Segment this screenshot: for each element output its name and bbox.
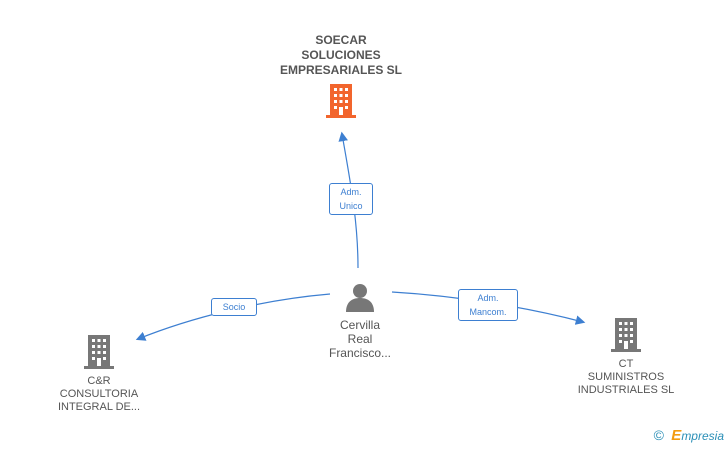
node-label-line: SUMINISTROS xyxy=(587,371,665,383)
building-icon xyxy=(44,335,154,369)
node-label-line: Cervilla xyxy=(339,318,380,332)
node-person[interactable]: Cervilla Real Francisco... xyxy=(310,282,410,360)
copyright-icon: © xyxy=(653,427,664,443)
node-label-line: SOLUCIONES xyxy=(301,48,381,62)
brand-logo-text: mpresia xyxy=(681,429,724,443)
node-label-line: CT xyxy=(618,358,634,370)
edge-label-line: Socio xyxy=(222,302,246,312)
node-label-line: C&R xyxy=(87,375,111,387)
edge-label-line: Adm. xyxy=(477,293,499,303)
node-label-line: INTEGRAL DE... xyxy=(57,401,141,413)
edge-label-line: Adm. xyxy=(340,187,362,197)
node-label-line: INDUSTRIALES SL xyxy=(577,384,675,396)
edge-label-adm-mancom[interactable]: Adm. Mancom. xyxy=(458,289,518,321)
edge-label-line: Unico xyxy=(339,201,363,211)
node-label-line: CONSULTORIA xyxy=(59,388,139,400)
node-ct-suministros[interactable]: CT SUMINISTROS INDUSTRIALES SL xyxy=(566,318,686,397)
node-cr-consultoria[interactable]: C&R CONSULTORIA INTEGRAL DE... xyxy=(44,335,154,414)
node-label-line: SOECAR xyxy=(315,33,367,47)
building-icon xyxy=(566,318,686,352)
edge-label-socio[interactable]: Socio xyxy=(211,298,257,316)
edge-label-line: Mancom. xyxy=(469,307,507,317)
node-label-line: Real xyxy=(347,332,373,346)
node-label-line: EMPRESARIALES SL xyxy=(279,63,402,77)
node-label-line: Francisco... xyxy=(328,346,391,360)
building-icon xyxy=(266,84,416,118)
node-soecar[interactable]: SOECAR SOLUCIONES EMPRESARIALES SL xyxy=(266,33,416,118)
brand-logo-letter: E xyxy=(671,427,682,444)
person-icon xyxy=(310,282,410,312)
footer-brand: © Empresia xyxy=(654,427,724,444)
edge-label-adm-unico[interactable]: Adm. Unico xyxy=(329,183,373,215)
